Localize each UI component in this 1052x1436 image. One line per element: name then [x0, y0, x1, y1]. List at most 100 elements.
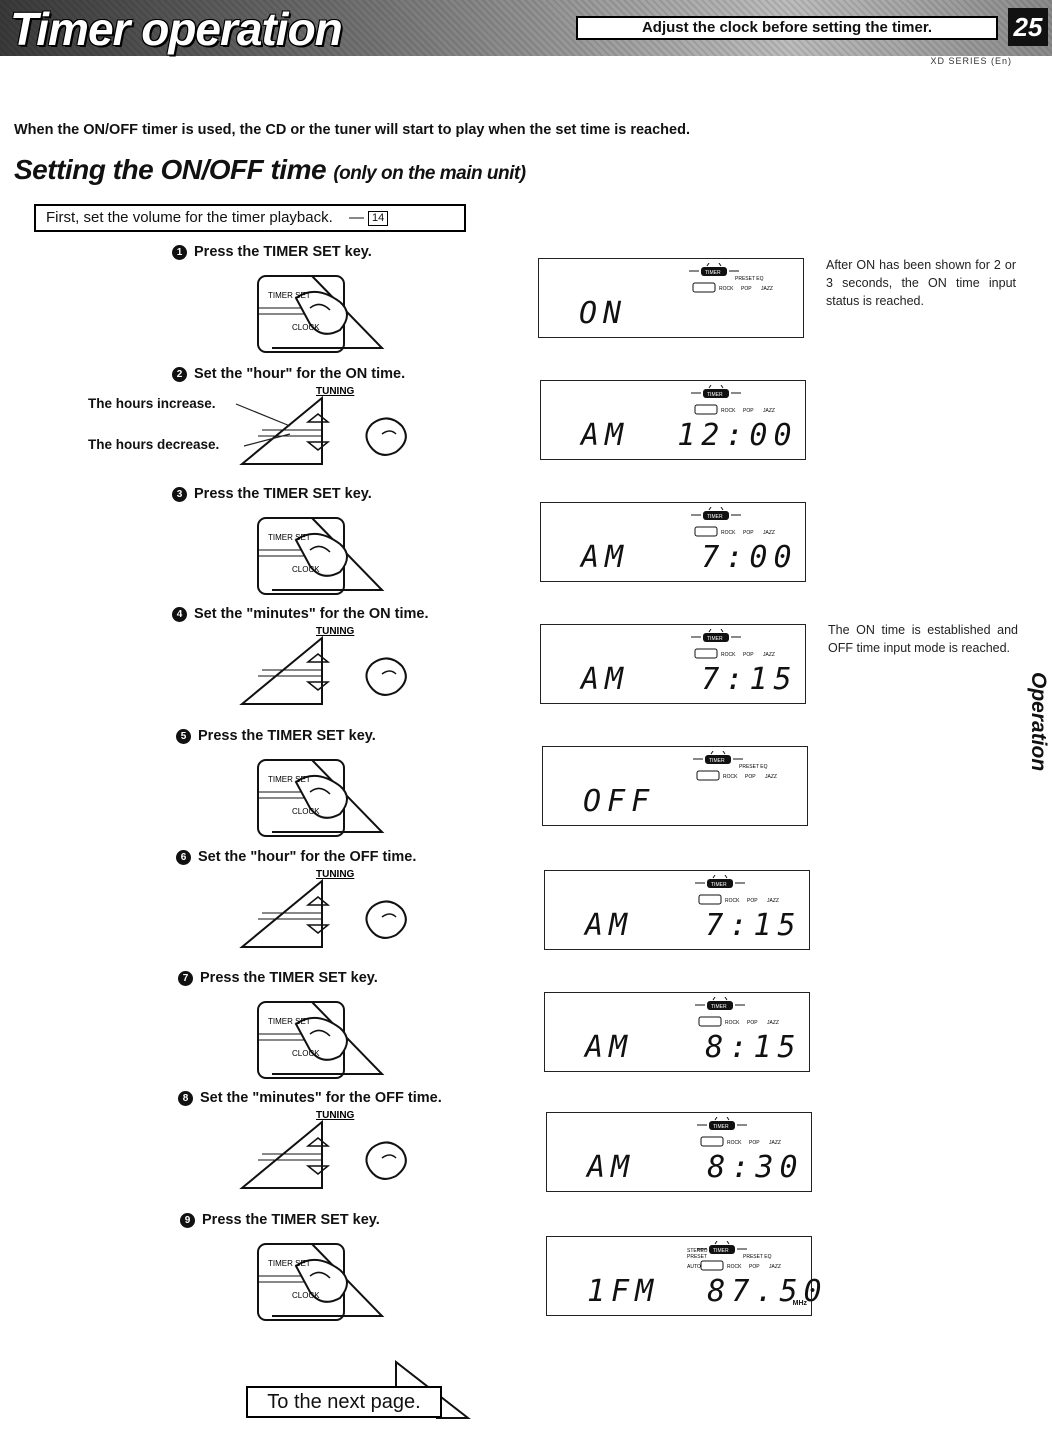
step-number: 7 [178, 971, 193, 986]
lcd-display-step-5: TIMER ROCK POP JAZZ PRESET EQ OFF [542, 746, 808, 826]
step-text: Set the "minutes" for the ON time. [194, 606, 429, 622]
timer-set-key-illustration: TIMER SET CLOCK [257, 275, 385, 353]
series-label: XD SERIES (En) [930, 56, 1012, 66]
preset-eq-indicator: PRESET EQ [743, 1254, 772, 1260]
prereq-text: First, set the volume for the timer play… [46, 209, 333, 226]
tuning-knob-illustration: TUNING [239, 626, 407, 705]
note-on-shown: After ON has been shown for 2 or 3 secon… [826, 258, 1016, 308]
clock-key-label: CLOCK [292, 565, 320, 574]
jazz-indicator: JAZZ [769, 1264, 781, 1270]
step-2-label: 2 Set the "hour" for the ON time. [172, 366, 405, 382]
auto-indicator: AUTO [687, 1264, 701, 1270]
jazz-indicator: JAZZ [765, 774, 777, 780]
timer-set-key-label: TIMER SET [268, 1017, 311, 1026]
step-number: 2 [172, 367, 187, 382]
lcd-readout: OFF [583, 784, 656, 819]
rock-indicator: ROCK [721, 530, 736, 536]
pop-indicator: POP [743, 652, 754, 658]
hours-decrease-label: The hours decrease. [88, 437, 220, 452]
clock-key-label: CLOCK [292, 1049, 320, 1058]
pop-indicator: POP [745, 774, 756, 780]
step-number: 6 [176, 850, 191, 865]
timer-indicator: TIMER [713, 1248, 729, 1254]
lcd-readout: AM 8:15 [585, 1030, 802, 1065]
pop-indicator: POP [741, 286, 752, 292]
timer-indicator: TIMER [707, 514, 723, 520]
section-title-main: Setting the ON/OFF time [14, 154, 327, 185]
jazz-indicator: JAZZ [767, 1020, 779, 1026]
rock-indicator: ROCK [725, 1020, 740, 1026]
timer-indicator: TIMER [713, 1124, 729, 1130]
step-text: Set the "hour" for the OFF time. [198, 849, 417, 865]
rock-indicator: ROCK [723, 774, 738, 780]
hours-pointer-lines [235, 403, 291, 447]
preset-indicator: PRESET [687, 1254, 707, 1260]
pop-indicator: POP [747, 898, 758, 904]
step-number: 8 [178, 1091, 193, 1106]
prereq-box: First, set the volume for the timer play… [34, 204, 466, 232]
jazz-indicator: JAZZ [761, 286, 773, 292]
lcd-readout: AM 7:15 [581, 662, 798, 697]
pop-indicator: POP [749, 1140, 760, 1146]
jazz-indicator: JAZZ [769, 1140, 781, 1146]
pop-indicator: POP [743, 408, 754, 414]
page-ref: 14 [367, 211, 389, 226]
step-number: 1 [172, 245, 187, 260]
tuning-label: TUNING [316, 626, 355, 637]
tuning-knob-illustration: TUNING [239, 869, 407, 948]
preset-eq-indicator: PRESET EQ [739, 764, 768, 770]
tuning-label: TUNING [316, 386, 355, 397]
timer-set-key-label: TIMER SET [268, 1259, 311, 1268]
section-subtitle: (only on the main unit) [333, 163, 526, 184]
clock-key-label: CLOCK [292, 323, 320, 332]
step-text: Press the TIMER SET key. [194, 486, 372, 502]
tuning-label: TUNING [316, 1110, 355, 1121]
step-9-label: 9 Press the TIMER SET key. [180, 1212, 380, 1228]
rock-indicator: ROCK [721, 408, 736, 414]
step-5-label: 5 Press the TIMER SET key. [176, 728, 376, 744]
step-number: 9 [180, 1213, 195, 1228]
timer-set-key-label: TIMER SET [268, 291, 311, 300]
timer-indicator: TIMER [709, 758, 725, 764]
mhz-unit: MHz [792, 1300, 807, 1307]
step-6-label: 6 Set the "hour" for the OFF time. [176, 849, 416, 865]
pop-indicator: POP [743, 530, 754, 536]
clock-key-label: CLOCK [292, 1291, 320, 1300]
timer-indicator: TIMER [711, 882, 727, 888]
step-text: Press the TIMER SET key. [202, 1212, 380, 1228]
lcd-readout: 1FM 87.50 [587, 1274, 828, 1309]
rock-indicator: ROCK [721, 652, 736, 658]
timer-indicator: TIMER [705, 270, 721, 276]
tuning-knob-illustration: TUNING [239, 386, 407, 465]
pop-indicator: POP [749, 1264, 760, 1270]
page-title: Timer operation [10, 3, 343, 55]
clock-key-label: CLOCK [292, 807, 320, 816]
preset-eq-indicator: PRESET EQ [735, 276, 764, 282]
step-number: 5 [176, 729, 191, 744]
timer-set-key-label: TIMER SET [268, 775, 311, 784]
tuning-label: TUNING [316, 869, 355, 880]
hours-increase-label: The hours increase. [88, 396, 216, 411]
step-text: Press the TIMER SET key. [198, 728, 376, 744]
next-page-box[interactable]: To the next page. [246, 1386, 442, 1418]
rock-indicator: ROCK [725, 898, 740, 904]
step-text: Set the "hour" for the ON time. [194, 366, 406, 382]
